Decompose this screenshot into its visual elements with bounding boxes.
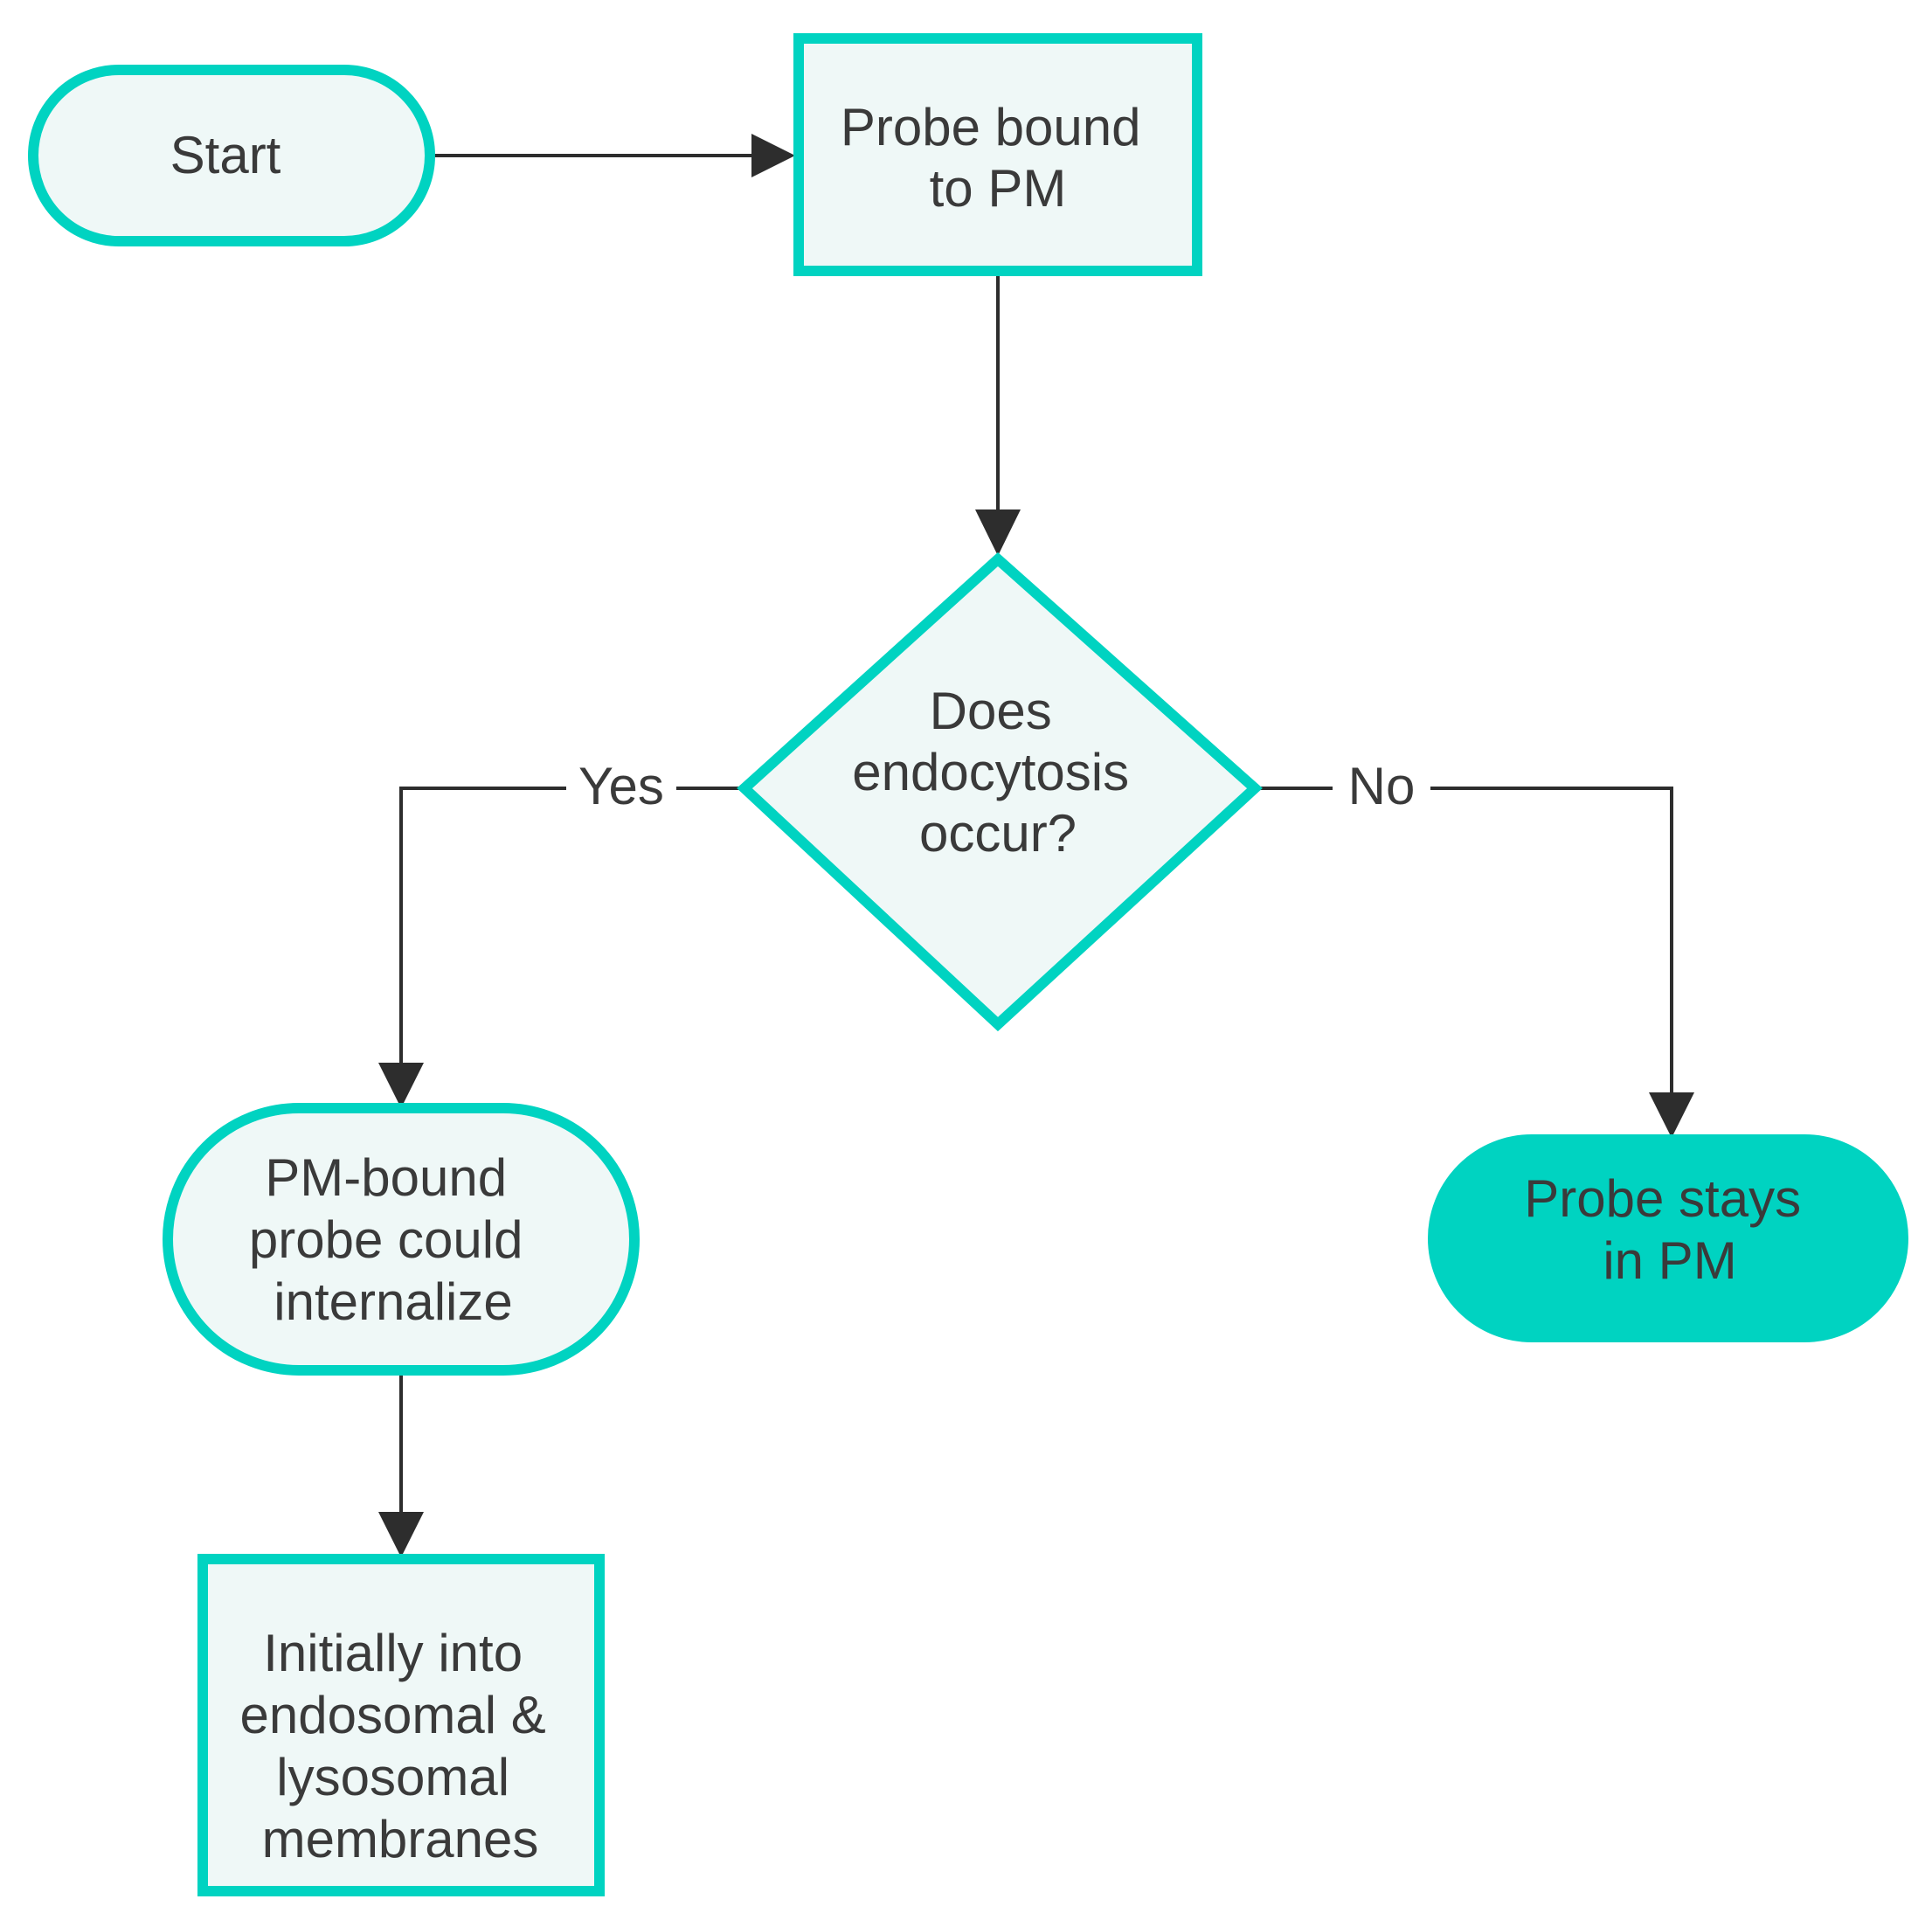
arrowhead bbox=[975, 509, 1021, 556]
node-start-label: Start bbox=[170, 126, 281, 184]
node-membranes-label: Initially into endosomal & lysosomal mem… bbox=[240, 1624, 561, 1868]
process-shape bbox=[197, 1554, 605, 1896]
edge-label-bg bbox=[566, 759, 676, 818]
node-probe-bound[interactable]: Probe bound to PM bbox=[793, 33, 1202, 276]
node-stays[interactable]: Probe stays in PM bbox=[1428, 1134, 1908, 1342]
node-internalize-label: PM-bound probe could internalize bbox=[249, 1148, 537, 1331]
node-stays-label: Probe stays in PM bbox=[1524, 1169, 1816, 1290]
terminal-shape bbox=[1428, 1134, 1908, 1342]
node-membranes[interactable]: Initially into endosomal & lysosomal mem… bbox=[197, 1554, 605, 1896]
arrowhead bbox=[1649, 1092, 1694, 1138]
node-internalize[interactable]: PM-bound probe could internalize bbox=[163, 1103, 640, 1376]
terminal-shape bbox=[28, 65, 435, 246]
edge-internalize-to-membranes bbox=[378, 1367, 424, 1557]
arrowhead bbox=[378, 1063, 424, 1108]
edge-label-bg bbox=[1333, 759, 1430, 818]
edge-probe-to-decision bbox=[975, 274, 1021, 556]
terminal-shape bbox=[163, 1103, 640, 1376]
node-probe-bound-label: Probe bound to PM bbox=[841, 98, 1155, 218]
process-shape bbox=[793, 33, 1202, 276]
decision-shape bbox=[737, 551, 1263, 1032]
arrowhead bbox=[378, 1512, 424, 1557]
node-decision[interactable]: Does endocytosis occur? bbox=[737, 551, 1263, 1032]
edge-decision-yes: Yes bbox=[378, 757, 741, 1108]
edge-label-no: No bbox=[1348, 757, 1416, 815]
edge-label-yes: Yes bbox=[578, 757, 664, 815]
edge-decision-no: No bbox=[1257, 757, 1694, 1138]
edge-start-to-probe bbox=[433, 134, 795, 177]
arrowhead bbox=[751, 134, 795, 177]
node-decision-label: Does endocytosis occur? bbox=[852, 682, 1144, 863]
node-start[interactable]: Start bbox=[28, 65, 435, 246]
